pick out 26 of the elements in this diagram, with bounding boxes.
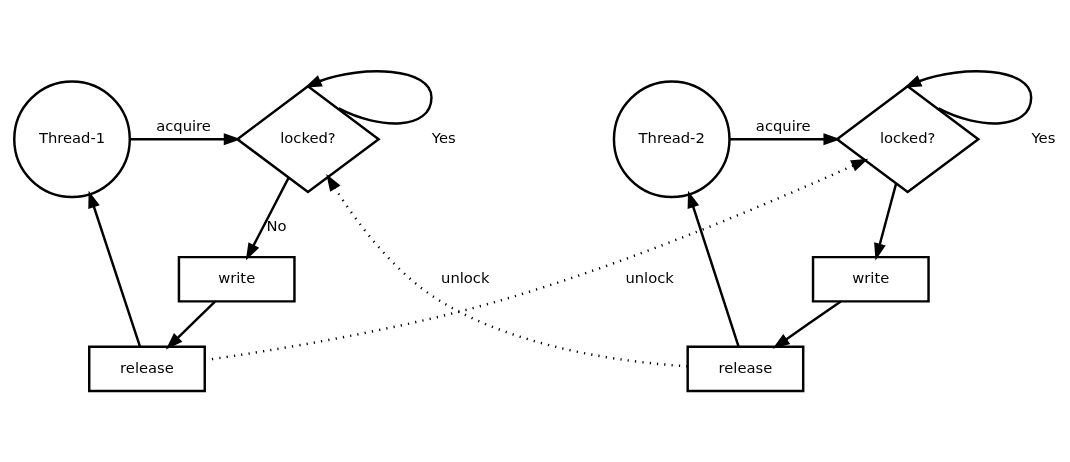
arrow xyxy=(730,133,841,146)
edge-label: No xyxy=(266,216,287,234)
edge-label: unlock xyxy=(441,269,490,287)
node-box: release xyxy=(686,345,805,393)
arrow xyxy=(772,300,842,349)
arrow xyxy=(904,70,1033,125)
edge-label: acquire xyxy=(755,117,811,135)
arrow xyxy=(88,190,142,347)
edge-label: Yes xyxy=(1031,128,1056,146)
arrow xyxy=(326,174,688,368)
arrow xyxy=(245,177,290,261)
node-box: write xyxy=(177,255,296,303)
arrow xyxy=(304,70,433,125)
arrow xyxy=(165,300,216,350)
edge-label: Yes xyxy=(431,128,456,146)
edge-label: unlock xyxy=(625,269,674,287)
node-circle: Thread-2 xyxy=(612,80,731,199)
node-circle: Thread-1 xyxy=(13,80,131,199)
edge-label: acquire xyxy=(156,117,211,135)
node-box: release xyxy=(88,345,206,393)
arrow xyxy=(874,183,898,261)
node-diamond: locked? xyxy=(834,84,981,194)
arrow xyxy=(687,190,740,347)
node-box: write xyxy=(811,255,930,303)
arrow xyxy=(204,158,869,362)
arrow xyxy=(130,133,241,146)
